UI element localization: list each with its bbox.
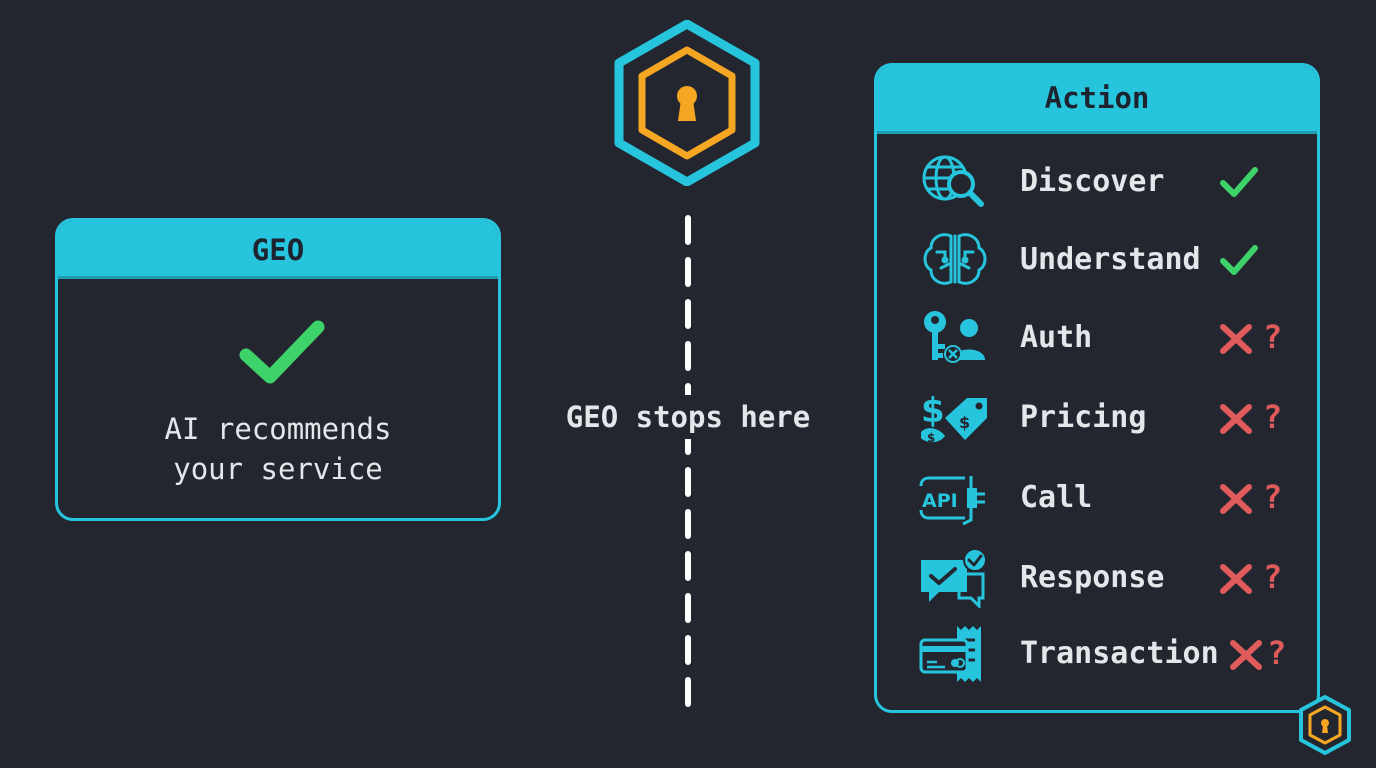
step-label: Discover <box>1020 164 1165 199</box>
chat-check-icon <box>921 548 987 608</box>
geo-line-1: AI recommends <box>164 412 392 446</box>
svg-text:API: API <box>922 490 958 512</box>
check-icon <box>1220 245 1258 275</box>
action-panel: Action Discover <box>874 63 1320 713</box>
step-label: Transaction <box>1020 636 1219 671</box>
step-understand: Understand <box>877 230 1317 290</box>
brain-icon <box>923 233 987 285</box>
step-pricing: $ $ $ Pricing ? <box>877 388 1317 448</box>
cross-icon <box>1220 484 1252 514</box>
cross-icon <box>1230 640 1262 670</box>
question-mark: ? <box>1263 478 1283 516</box>
step-label: Response <box>1020 560 1165 595</box>
step-auth: Auth ? <box>877 308 1317 368</box>
step-transaction: Transaction ? <box>877 624 1317 684</box>
dashed-divider <box>685 215 691 715</box>
geo-stops-label: GEO stops here <box>548 395 828 439</box>
price-tag-icon: $ $ $ <box>921 391 987 445</box>
question-mark: ? <box>1263 398 1283 436</box>
cross-icon <box>1220 324 1252 354</box>
geo-line-2: your service <box>173 452 383 486</box>
api-plug-icon: API <box>919 476 985 526</box>
lock-hexagon-icon <box>1299 695 1351 755</box>
key-user-icon <box>924 311 985 363</box>
check-icon <box>1220 167 1258 197</box>
cross-icon <box>1220 404 1252 434</box>
svg-text:$: $ <box>927 431 935 445</box>
question-mark: ? <box>1263 318 1283 356</box>
step-response: Response ? <box>877 548 1317 608</box>
svg-text:$: $ <box>959 413 970 432</box>
geo-panel: GEO AI recommends your service <box>55 218 501 521</box>
check-icon <box>239 320 325 384</box>
step-discover: Discover <box>877 152 1317 212</box>
step-label: Call <box>1020 480 1093 515</box>
action-panel-title: Action <box>877 66 1317 134</box>
step-label: Pricing <box>1020 400 1147 435</box>
globe-search-icon <box>922 155 984 207</box>
svg-text:$: $ <box>921 391 945 431</box>
geo-description: AI recommends your service <box>58 409 498 489</box>
cross-icon <box>1220 564 1252 594</box>
question-mark: ? <box>1263 558 1283 596</box>
lock-hexagon-icon <box>614 20 760 186</box>
question-mark: ? <box>1267 634 1287 672</box>
step-label: Understand <box>1020 242 1201 277</box>
card-receipt-icon <box>919 626 981 682</box>
geo-panel-title: GEO <box>58 221 498 279</box>
step-call: API Call ? <box>877 468 1317 528</box>
step-label: Auth <box>1020 320 1093 355</box>
